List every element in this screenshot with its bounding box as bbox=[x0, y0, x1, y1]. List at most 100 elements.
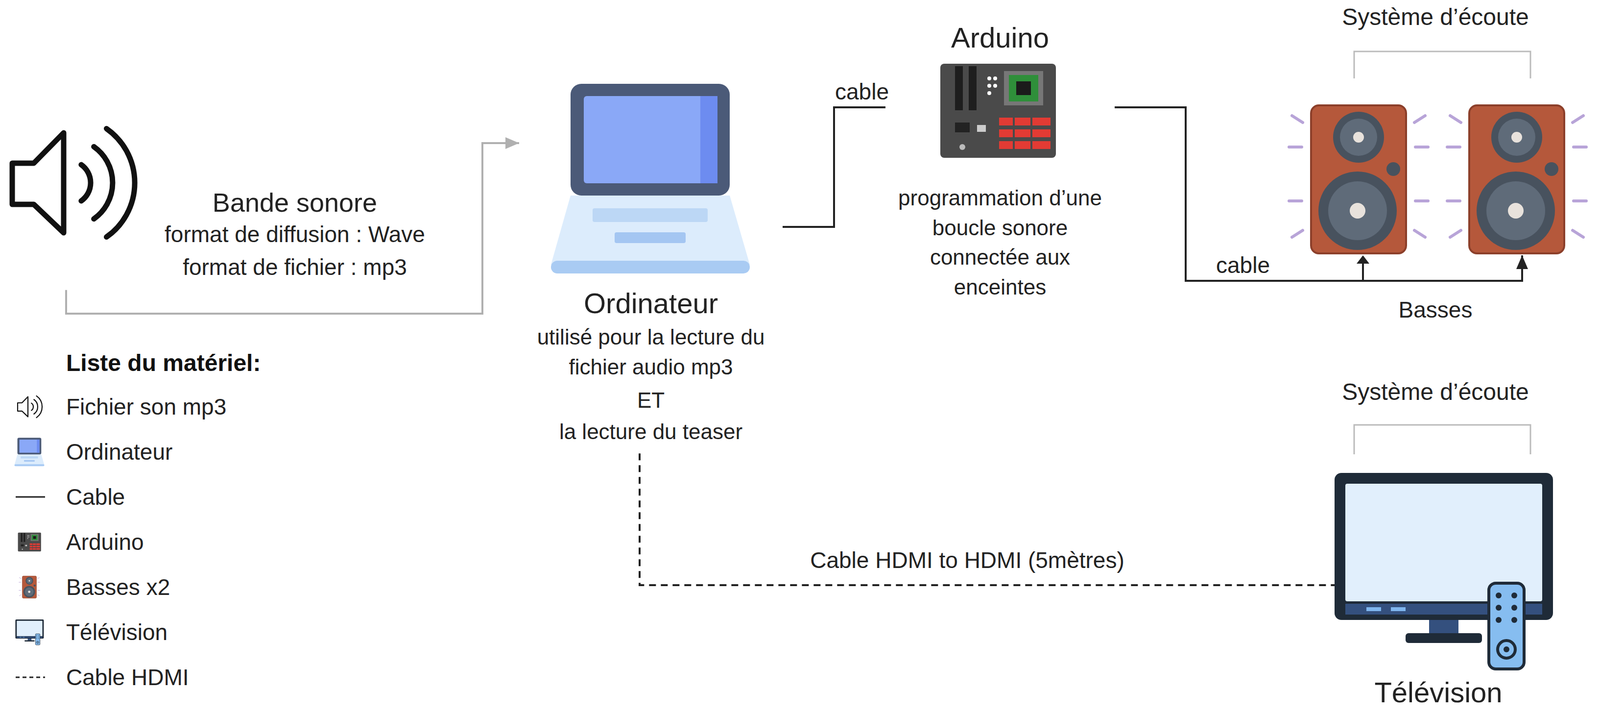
illustration-part bbox=[1289, 115, 1429, 238]
illustration-part bbox=[999, 117, 1051, 126]
legend-entry: Basses x2 bbox=[66, 573, 170, 600]
illustration-part bbox=[1030, 115, 1033, 151]
illustration-part bbox=[1008, 74, 1039, 102]
connector bbox=[782, 107, 886, 227]
illustration-part bbox=[1414, 115, 1426, 123]
illustration-part bbox=[1003, 71, 1044, 106]
illustration-part bbox=[1328, 181, 1387, 240]
node-title: Système d’écoute bbox=[1341, 0, 1529, 34]
legend-title: Liste du matériel: bbox=[66, 349, 261, 377]
connector bbox=[639, 453, 1335, 585]
bracket bbox=[1354, 424, 1531, 454]
illustration-part bbox=[1012, 115, 1015, 151]
illustration-part bbox=[1353, 131, 1364, 143]
connector bbox=[66, 143, 520, 314]
illustration-part bbox=[1333, 111, 1385, 163]
legend-text: Ordinateur bbox=[66, 438, 173, 465]
illustration-part bbox=[1318, 171, 1397, 250]
legend-entry: Cable HDMI bbox=[66, 663, 190, 691]
edge-label: Cable HDMI to HDMI (5mètres) bbox=[807, 546, 1128, 574]
legend-text: Cable HDMI bbox=[66, 664, 190, 690]
illustration-part bbox=[1429, 619, 1459, 635]
illustration-part bbox=[999, 129, 1051, 138]
illustration-part bbox=[955, 122, 970, 133]
node-title: Bande sonore bbox=[212, 184, 378, 221]
speakers-node: Système d’écouteBasses bbox=[1297, 100, 1580, 256]
illustration-part bbox=[987, 91, 992, 96]
legend-text: Fichier son mp3 bbox=[66, 393, 227, 420]
illustration-part bbox=[583, 95, 718, 184]
illustration-part bbox=[1291, 230, 1303, 238]
branch-wire bbox=[1356, 255, 1370, 281]
illustration-part bbox=[1511, 616, 1518, 623]
sound-node: Bande sonoreformat de diffusion : Wavefo… bbox=[7, 115, 449, 290]
illustration-part bbox=[1291, 115, 1303, 123]
node-text: format de diffusion : Wave bbox=[164, 218, 426, 250]
illustration-part bbox=[1390, 606, 1406, 611]
illustration-part bbox=[1415, 199, 1429, 203]
illustration-part bbox=[570, 83, 730, 196]
illustration-part bbox=[1511, 604, 1518, 611]
arduino-board bbox=[940, 63, 1056, 158]
illustration-part bbox=[17, 395, 43, 418]
illustration-part bbox=[993, 76, 998, 81]
illustration-part bbox=[940, 63, 1056, 158]
node-title: Système d’écoute bbox=[1341, 375, 1529, 408]
illustration-part bbox=[959, 143, 966, 150]
legend-text: Cable bbox=[66, 483, 125, 510]
illustration-part bbox=[1349, 202, 1366, 219]
edge-label: cable bbox=[832, 78, 892, 106]
illustration-part bbox=[1386, 162, 1401, 176]
illustration-part bbox=[15, 676, 46, 678]
illustration-part bbox=[1405, 632, 1482, 643]
illustration-part bbox=[1495, 604, 1502, 611]
illustration-part bbox=[1414, 230, 1426, 238]
legend-text: Arduino bbox=[66, 528, 144, 555]
node-text: utilisé pour la lecture du fichier audio… bbox=[525, 322, 776, 382]
bass-speaker bbox=[1447, 105, 1587, 254]
illustration-part bbox=[12, 132, 64, 233]
illustration-part bbox=[106, 128, 136, 237]
illustration-part bbox=[987, 83, 992, 88]
illustration-part bbox=[15, 496, 46, 498]
computer-node: Ordinateurutilisé pour la lecture du fic… bbox=[519, 80, 783, 454]
illustration-part bbox=[1415, 145, 1429, 149]
legend-entry: Ordinateur bbox=[66, 438, 173, 465]
legend-text: Télévision bbox=[66, 619, 168, 645]
illustration-part bbox=[614, 232, 686, 243]
illustration-part bbox=[550, 260, 750, 274]
legend-text: Basses x2 bbox=[66, 573, 170, 600]
illustration-part bbox=[1289, 199, 1302, 203]
node-text: programmation d’une boucle sonore connec… bbox=[892, 183, 1108, 303]
arduino-node: Arduino programmation d’une boucle sonore… bbox=[885, 11, 1115, 314]
node-title: Arduino bbox=[951, 18, 1050, 58]
tv-icon bbox=[1334, 472, 1553, 669]
illustration-part bbox=[1356, 255, 1370, 264]
illustration-part bbox=[592, 208, 708, 222]
legend-icons bbox=[14, 395, 46, 677]
illustration-part bbox=[19, 575, 41, 598]
illustration-part bbox=[81, 164, 91, 201]
illustration-part bbox=[1311, 105, 1407, 254]
illustration-part bbox=[968, 66, 977, 111]
illustration-part bbox=[1495, 616, 1502, 623]
illustration-part bbox=[1488, 582, 1525, 669]
legend-entry: Télévision bbox=[66, 618, 168, 645]
illustration-part bbox=[1495, 592, 1502, 598]
sound-icon bbox=[12, 128, 135, 237]
illustration-part bbox=[955, 66, 963, 111]
node-text: format de fichier : mp3 bbox=[182, 251, 407, 283]
illustration-part bbox=[1497, 640, 1516, 658]
node-text: Basses bbox=[1398, 294, 1473, 326]
illustration-part bbox=[999, 141, 1051, 149]
illustration-part bbox=[700, 95, 718, 184]
legend-entry: Cable bbox=[66, 483, 125, 510]
illustration-part bbox=[1511, 592, 1518, 598]
connector bbox=[1114, 107, 1523, 281]
illustration-part bbox=[1503, 645, 1510, 652]
node-text: Télévision bbox=[1374, 672, 1503, 712]
node-title: Ordinateur bbox=[583, 283, 718, 323]
bracket bbox=[1354, 51, 1531, 79]
node-text: la lecture du teaser bbox=[559, 416, 743, 447]
